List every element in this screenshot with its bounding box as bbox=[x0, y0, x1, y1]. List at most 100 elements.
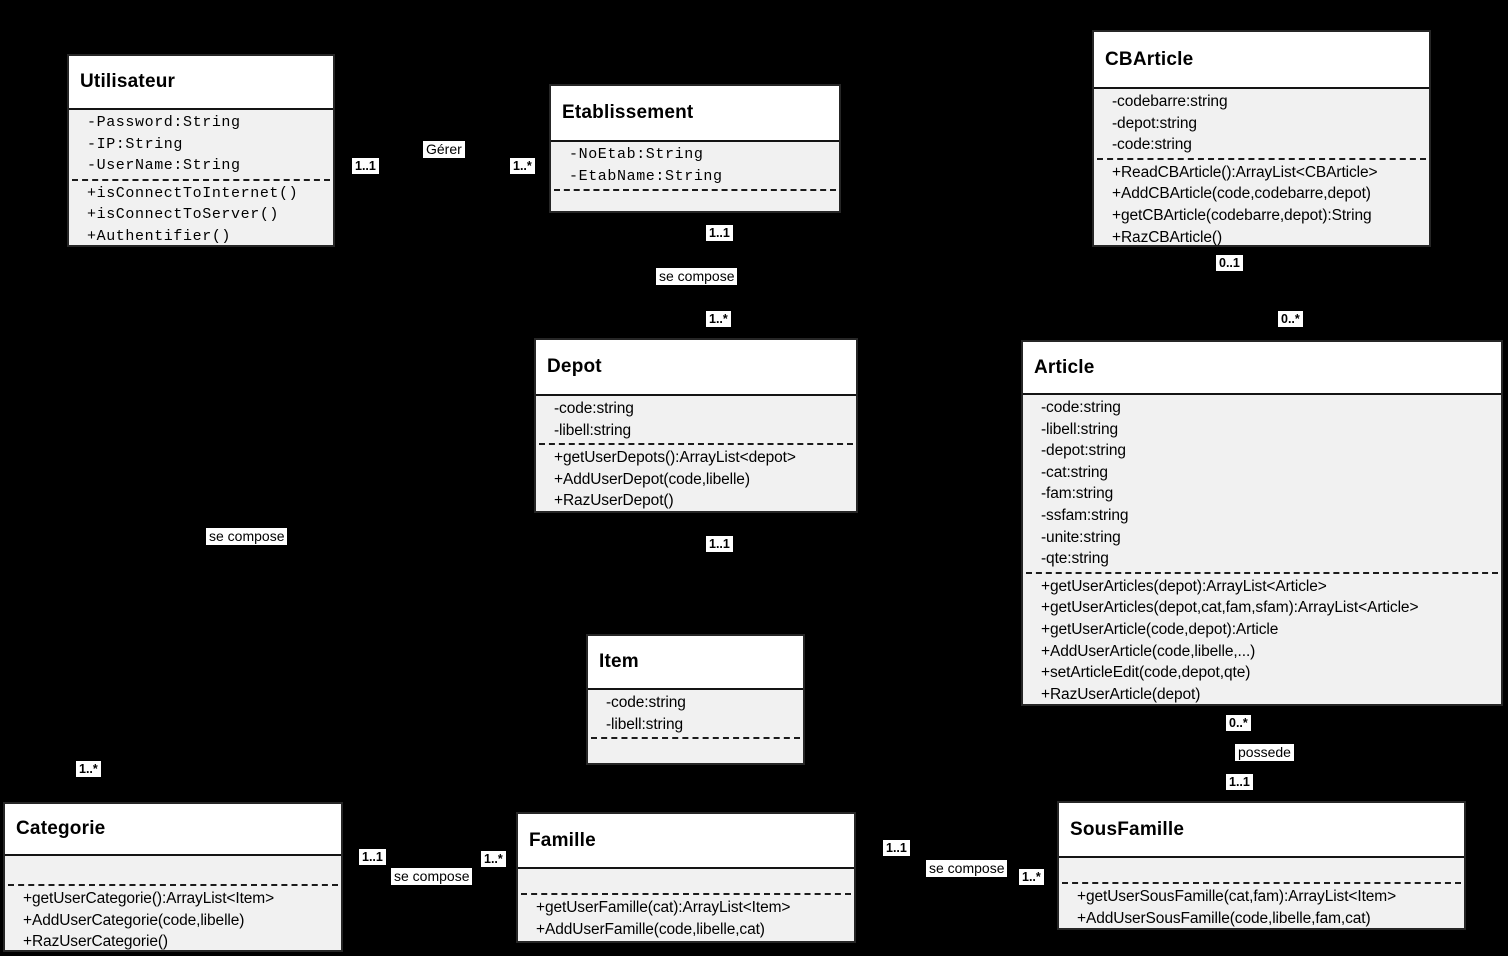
attribute-row: -code:string bbox=[554, 400, 634, 417]
multiplicity-label: 1..1 bbox=[359, 849, 386, 865]
class-title: Item bbox=[588, 636, 803, 690]
attributes-methods-divider bbox=[1062, 882, 1461, 884]
method-row: +AddUserCategorie(code,libelle) bbox=[23, 911, 245, 929]
class-members: -code:string -libell:string +getUserDepo… bbox=[536, 396, 856, 512]
class-cbarticle: CBArticle -codebarre:string -depot:strin… bbox=[1092, 30, 1431, 247]
class-item: Item -code:string -libell:string bbox=[586, 634, 805, 765]
attribute-row: -code:string bbox=[1041, 399, 1121, 416]
attribute-row: -UserName:String bbox=[87, 157, 241, 175]
class-title: SousFamille bbox=[1059, 803, 1464, 858]
association-label-gerer: Gérer bbox=[423, 141, 465, 158]
attribute-row: -NoEtab:String bbox=[569, 146, 704, 163]
method-row: +isConnectToServer() bbox=[87, 206, 280, 224]
method-row: +AddUserDepot(code,libelle) bbox=[554, 470, 750, 488]
method-row: +AddCBArticle(code,codebarre,depot) bbox=[1112, 185, 1371, 203]
class-title: Famille bbox=[518, 814, 854, 869]
class-title: Article bbox=[1023, 342, 1501, 395]
attributes-methods-divider bbox=[539, 443, 853, 446]
attribute-row: -unite:string bbox=[1041, 528, 1121, 546]
attribute-row: -ssfam:string bbox=[1041, 506, 1129, 524]
class-members: -Password:String -IP:String -UserName:St… bbox=[69, 110, 333, 248]
method-row: +getUserArticles(depot,cat,fam,sfam):Arr… bbox=[1041, 599, 1419, 617]
method-row: +RazUserCategorie() bbox=[23, 933, 168, 951]
multiplicity-label: 1..* bbox=[481, 851, 506, 867]
method-row: +getUserArticle(code,depot):Article bbox=[1041, 620, 1279, 638]
class-title: Depot bbox=[536, 340, 856, 396]
class-title: Categorie bbox=[5, 804, 341, 856]
multiplicity-label: 0..* bbox=[1226, 715, 1251, 731]
class-categorie: Categorie +getUserCategorie():ArrayList<… bbox=[3, 802, 343, 952]
attribute-row: -depot:string bbox=[1112, 114, 1197, 132]
attribute-row: -fam:string bbox=[1041, 485, 1114, 503]
multiplicity-label: 1..1 bbox=[883, 840, 910, 856]
method-row: +AddUserArticle(code,libelle,...) bbox=[1041, 642, 1256, 660]
multiplicity-label: 1..* bbox=[706, 311, 731, 327]
empty-attributes-section bbox=[518, 871, 854, 891]
class-sousfamille: SousFamille +getUserSousFamille(cat,fam)… bbox=[1057, 801, 1466, 930]
class-members: -code:string -libell:string -depot:strin… bbox=[1023, 395, 1501, 705]
attribute-row: -libell:string bbox=[554, 421, 631, 439]
attribute-row: -code:string bbox=[606, 694, 686, 711]
empty-methods-section bbox=[551, 193, 839, 211]
attribute-row: -IP:String bbox=[87, 135, 184, 153]
method-row: +getUserFamille(cat):ArrayList<Item> bbox=[536, 899, 791, 916]
class-members: -NoEtab:String -EtabName:String bbox=[551, 142, 839, 211]
attributes-methods-divider bbox=[591, 737, 800, 740]
class-etablissement: Etablissement -NoEtab:String -EtabName:S… bbox=[549, 84, 841, 213]
attributes-methods-divider bbox=[8, 884, 338, 886]
attributes-methods-divider bbox=[521, 893, 851, 895]
attribute-row: -qte:string bbox=[1041, 550, 1109, 568]
method-row: +ReadCBArticle():ArrayList<CBArticle> bbox=[1112, 163, 1378, 181]
method-row: +getUserDepots():ArrayList<depot> bbox=[554, 449, 796, 467]
class-utilisateur: Utilisateur -Password:String -IP:String … bbox=[67, 54, 335, 247]
method-row: +AddUserFamille(code,libelle,cat) bbox=[536, 920, 765, 938]
association-label-se-compose: se compose bbox=[391, 868, 473, 885]
attribute-row: -EtabName:String bbox=[569, 167, 723, 185]
attributes-methods-divider bbox=[72, 178, 330, 181]
empty-attributes-section bbox=[5, 858, 341, 882]
method-row: +getUserSousFamille(cat,fam):ArrayList<I… bbox=[1077, 888, 1397, 905]
attribute-row: -libell:string bbox=[606, 715, 683, 733]
method-row: +RazCBArticle() bbox=[1112, 228, 1223, 246]
attributes-methods-divider bbox=[554, 189, 836, 192]
class-title: Etablissement bbox=[551, 86, 839, 142]
multiplicity-label: 1..1 bbox=[706, 536, 733, 552]
multiplicity-label: 1..1 bbox=[1226, 774, 1253, 790]
attribute-row: -cat:string bbox=[1041, 463, 1108, 481]
class-famille: Famille +getUserFamille(cat):ArrayList<I… bbox=[516, 812, 856, 943]
class-members: +getUserCategorie():ArrayList<Item> +Add… bbox=[5, 856, 341, 953]
method-row: +setArticleEdit(code,depot,qte) bbox=[1041, 664, 1251, 682]
multiplicity-label: 1..1 bbox=[352, 158, 379, 174]
multiplicity-label: 1..* bbox=[76, 761, 101, 777]
method-row: +RazUserDepot() bbox=[554, 492, 674, 510]
method-row: +isConnectToInternet() bbox=[87, 184, 299, 202]
multiplicity-label: 1..1 bbox=[706, 225, 733, 241]
multiplicity-label: 0..1 bbox=[1216, 255, 1243, 271]
class-members: +getUserFamille(cat):ArrayList<Item> +Ad… bbox=[518, 869, 854, 940]
attribute-row: -codebarre:string bbox=[1112, 93, 1228, 110]
class-title: CBArticle bbox=[1094, 32, 1429, 89]
association-label-se-compose: se compose bbox=[656, 268, 738, 285]
attribute-row: -code:string bbox=[1112, 136, 1192, 154]
attributes-methods-divider bbox=[1026, 571, 1498, 574]
attributes-methods-divider bbox=[1097, 157, 1426, 160]
attribute-row: -libell:string bbox=[1041, 420, 1118, 438]
multiplicity-label: 1..* bbox=[1019, 869, 1044, 885]
empty-methods-section bbox=[588, 741, 803, 759]
attribute-row: -depot:string bbox=[1041, 442, 1126, 460]
class-title: Utilisateur bbox=[69, 56, 333, 110]
method-row: +RazUserArticle(depot) bbox=[1041, 685, 1201, 703]
association-label-se-compose: se compose bbox=[206, 528, 288, 545]
attribute-row: -Password:String bbox=[87, 114, 241, 131]
empty-attributes-section bbox=[1059, 860, 1464, 880]
method-row: +getUserCategorie():ArrayList<Item> bbox=[23, 890, 275, 907]
association-label-se-compose: se compose bbox=[926, 860, 1008, 877]
method-row: +getUserArticles(depot):ArrayList<Articl… bbox=[1041, 577, 1327, 595]
method-row: +Authentifier() bbox=[87, 227, 232, 245]
class-members: -code:string -libell:string bbox=[588, 690, 803, 759]
class-article: Article -code:string -libell:string -dep… bbox=[1021, 340, 1503, 706]
class-depot: Depot -code:string -libell:string +getUs… bbox=[534, 338, 858, 513]
multiplicity-label: 1..* bbox=[510, 158, 535, 174]
method-row: +AddUserSousFamille(code,libelle,fam,cat… bbox=[1077, 909, 1371, 927]
